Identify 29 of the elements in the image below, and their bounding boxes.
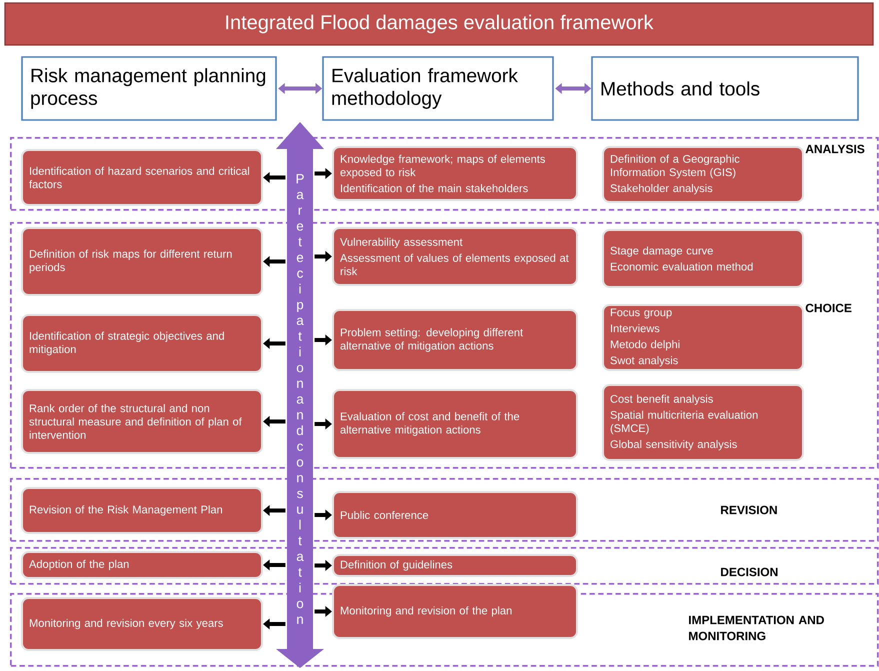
phase-label: ANALYSIS [806, 144, 864, 154]
process-box: Monitoring and revision every six years [21, 597, 263, 651]
phase-band [10, 222, 879, 469]
process-box: Revision of the Risk Management Plan [21, 487, 263, 534]
phase-label: REVISION [721, 506, 777, 514]
process-box: Rank order of the structural and non structural measure and definition of plan of intervention [21, 389, 263, 454]
process-box: Public conference [332, 491, 578, 539]
phase-label: IMPLEMENTATION AND MONITORING [689, 616, 824, 640]
process-box: Identification of strategic objectives and mitigation [21, 314, 263, 373]
process-box: Definition of risk maps for different return periods [21, 227, 263, 296]
phase-band [10, 547, 879, 585]
phase-label: CHOICE [806, 304, 852, 312]
process-box: Vulnerability assessment Assessment of values of elements exposed at risk [332, 227, 578, 286]
process-box: Definition of a Geographic Information System (GIS) Stakeholder analysis [602, 146, 804, 203]
process-box: Definition of guidelines [332, 554, 578, 577]
process-box: Adoption of the plan [21, 551, 263, 579]
process-box: Problem setting: developing different alternative of mitigation actions [332, 309, 578, 371]
process-box: Stage damage curve Economic evaluation method [602, 229, 804, 288]
title-bar: Integrated Flood damages evaluation framework [4, 2, 874, 46]
header-box: Evaluation framework methodology [322, 56, 554, 121]
process-box: Focus group Interviews Metodo delphi Swot analysis [602, 304, 804, 371]
process-box: Cost benefit analysis Spatial multicriteria evaluation (SMCE) Global sensitivity analysis [602, 384, 804, 461]
header-box: Risk management planning process [21, 56, 277, 121]
process-box: Identification of hazard scenarios and critical factors [21, 149, 263, 206]
process-box: Evaluation of cost and benefit of the alternative mitigation actions [332, 389, 578, 459]
header-box: Methods and tools [591, 56, 859, 121]
phase-label: DECISION [721, 568, 778, 576]
process-box: Knowledge framework; maps of elements exposed to risk Identification of the main stakeholders [332, 146, 578, 201]
process-box: Monitoring and revision of the plan [332, 584, 578, 639]
